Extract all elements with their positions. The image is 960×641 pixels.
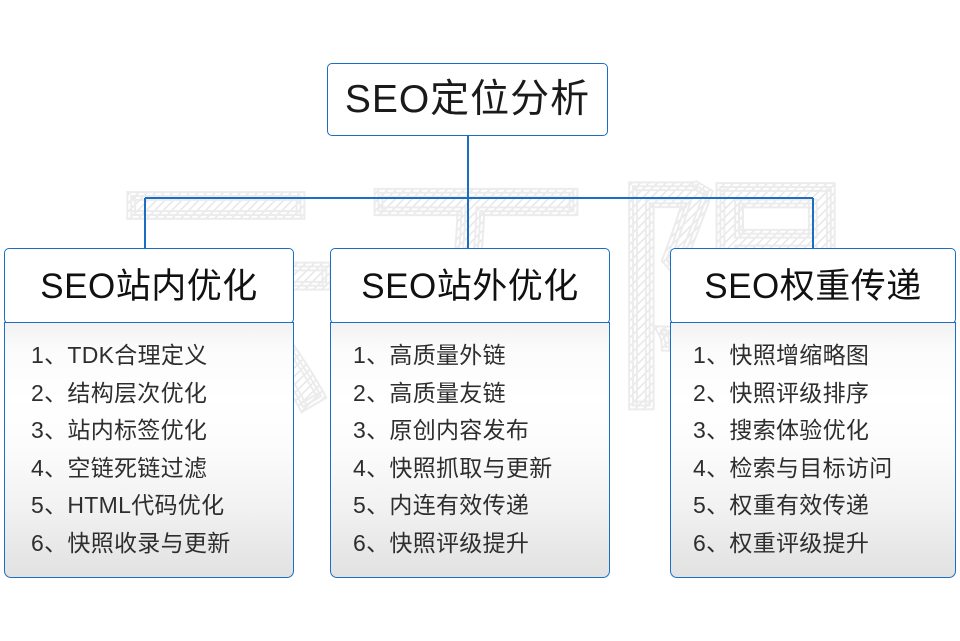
list-item: 5、权重有效传递 [693, 492, 870, 519]
branch-header-title-1: SEO站内优化 [40, 266, 258, 306]
list-item: 6、权重评级提升 [693, 529, 870, 556]
branch-header-2[interactable]: SEO站外优化 [330, 248, 610, 324]
list-item: 2、快照评级排序 [693, 379, 870, 406]
branch-body-1: 1、TDK合理定义 2、结构层次优化 3、站内标签优化 4、空链死链过滤 5、H… [4, 322, 294, 579]
list-item: 2、高质量友链 [353, 379, 506, 406]
branch-header-1[interactable]: SEO站内优化 [4, 248, 294, 324]
branch-column-seo-offsite: SEO站外优化 1、高质量外链 2、高质量友链 3、原创内容发布 4、快照抓取与… [330, 248, 610, 579]
list-item: 4、快照抓取与更新 [353, 454, 553, 481]
list-item: 6、快照评级提升 [353, 529, 530, 556]
list-item: 2、结构层次优化 [31, 379, 208, 406]
root-node[interactable]: SEO定位分析 [327, 63, 608, 136]
list-item: 6、快照收录与更新 [31, 529, 231, 556]
list-item: 4、检索与目标访问 [693, 454, 893, 481]
root-node-title: SEO定位分析 [344, 78, 591, 121]
list-item: 1、TDK合理定义 [31, 342, 208, 369]
list-item: 5、内连有效传递 [353, 492, 530, 519]
list-item: 1、快照增缩略图 [693, 342, 870, 369]
branch-column-seo-onsite: SEO站内优化 1、TDK合理定义 2、结构层次优化 3、站内标签优化 4、空链… [4, 248, 294, 579]
branch-column-seo-weight: SEO权重传递 1、快照增缩略图 2、快照评级排序 3、搜索体验优化 4、检索与… [670, 248, 956, 579]
list-item: 3、搜索体验优化 [693, 417, 870, 444]
branch-header-3[interactable]: SEO权重传递 [670, 248, 956, 324]
list-item: 5、HTML代码优化 [31, 492, 225, 519]
branch-body-2: 1、高质量外链 2、高质量友链 3、原创内容发布 4、快照抓取与更新 5、内连有… [330, 322, 610, 579]
branch-list-2: 1、高质量外链 2、高质量友链 3、原创内容发布 4、快照抓取与更新 5、内连有… [331, 337, 609, 562]
branch-header-title-2: SEO站外优化 [361, 266, 579, 306]
list-item: 1、高质量外链 [353, 342, 506, 369]
branch-header-title-3: SEO权重传递 [704, 266, 922, 306]
branch-list-1: 1、TDK合理定义 2、结构层次优化 3、站内标签优化 4、空链死链过滤 5、H… [5, 337, 293, 562]
list-item: 3、原创内容发布 [353, 417, 530, 444]
branch-body-3: 1、快照增缩略图 2、快照评级排序 3、搜索体验优化 4、检索与目标访问 5、权… [670, 322, 956, 579]
list-item: 4、空链死链过滤 [31, 454, 208, 481]
branch-list-3: 1、快照增缩略图 2、快照评级排序 3、搜索体验优化 4、检索与目标访问 5、权… [671, 337, 955, 562]
list-item: 3、站内标签优化 [31, 417, 208, 444]
